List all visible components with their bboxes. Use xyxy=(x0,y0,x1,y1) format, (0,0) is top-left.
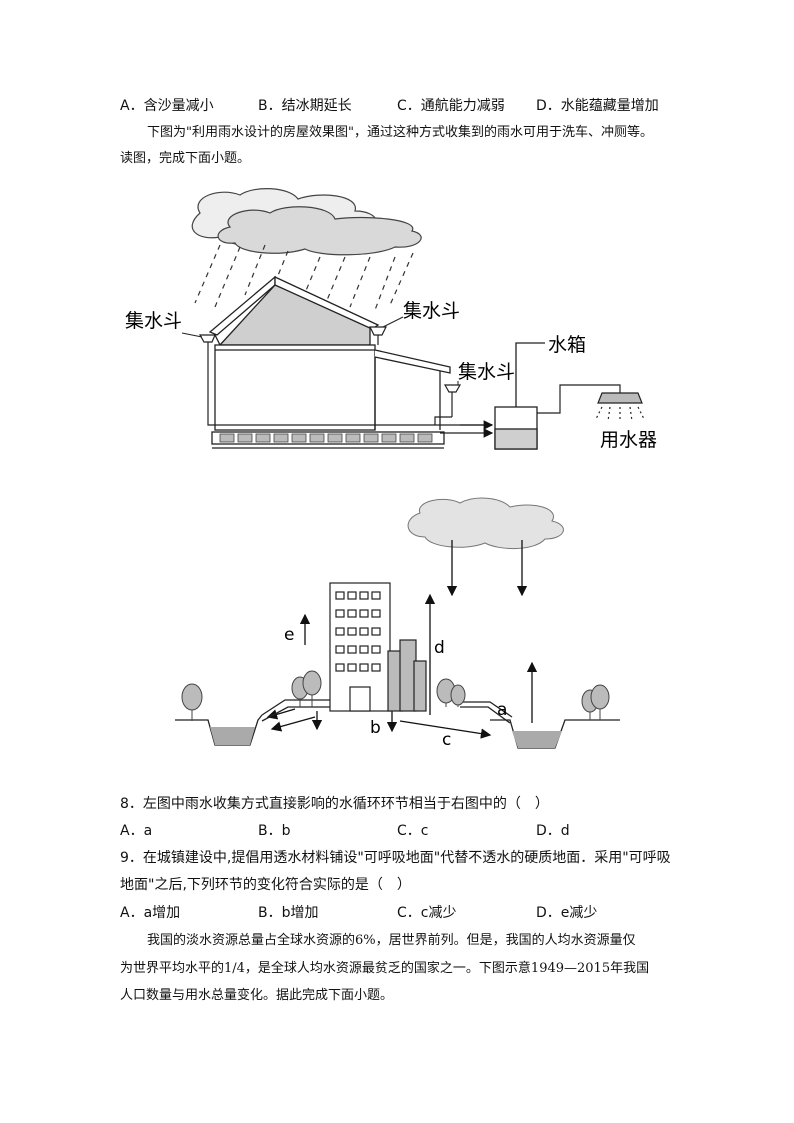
label-d: d xyxy=(434,638,445,658)
q9-option-b: B．b增加 xyxy=(258,905,319,921)
q8-option-b: B．b xyxy=(258,823,291,839)
q9-stem-line1: 9．在城镇建设中,提倡用透水材料铺设"可呼吸地面"代替不透水的硬质地面．采用"可… xyxy=(120,850,671,866)
label-collector-right: 集水斗 xyxy=(458,361,515,383)
intro2-line1: 我国的淡水资源总量占全球水资源的6%，居世界前列。但是，我国的人均水资源量仅 xyxy=(147,933,636,948)
intro2-line2: 为世界平均水平的1/4，是全球人均水资源最贫乏的国家之一。下图示意1949—20… xyxy=(120,961,650,976)
intro1-line2: 读图，完成下面小题。 xyxy=(120,151,251,166)
q7-option-b: B．结冰期延长 xyxy=(258,98,352,114)
label-water-user: 用水器 xyxy=(600,429,657,451)
cloud-icon xyxy=(191,188,422,256)
label-e: e xyxy=(284,625,294,645)
left-lake xyxy=(210,727,255,745)
q7-option-a: A．含沙量减小 xyxy=(120,98,214,114)
water-tank xyxy=(494,342,545,450)
q7-option-c: C．通航能力减弱 xyxy=(397,98,505,114)
label-tank: 水箱 xyxy=(548,334,586,356)
label-collector-left: 集水斗 xyxy=(125,310,182,332)
label-c: c xyxy=(442,730,451,750)
label-collector-mid: 集水斗 xyxy=(403,300,460,322)
label-b: b xyxy=(370,718,381,738)
intro1-line1: 下图为"利用雨水设计的房屋效果图"，通过这种方式收集到的雨水可用于洗车、冲厕等。 xyxy=(147,125,653,140)
house-structure xyxy=(208,275,451,449)
drain-pipes xyxy=(207,335,492,426)
q8-stem: 8．左图中雨水收集方式直接影响的水循环环节相当于右图中的（ ） xyxy=(120,796,549,812)
collector-hoppers xyxy=(198,326,462,393)
right-lake xyxy=(512,731,562,748)
q9-stem-line2: 地面"之后,下列环节的变化符合实际的是（ ） xyxy=(120,877,411,893)
q8-option-d: D．d xyxy=(536,823,570,839)
figure-rainwater-house: 集水斗 集水斗 集水斗 水箱 用水器 xyxy=(125,188,657,451)
q7-option-d: D．水能蕴藏量增加 xyxy=(536,98,659,114)
q9-option-a: A．a增加 xyxy=(120,905,181,921)
tree-icons xyxy=(181,670,610,721)
intro2-line3: 人口数量与用水总量变化。据此完成下面小题。 xyxy=(120,988,394,1003)
figure-urban-water-cycle: e d b c a xyxy=(175,497,620,750)
rain-lines xyxy=(194,244,414,311)
q9-option-c: C．c减少 xyxy=(397,905,457,921)
q9-option-d: D．e减少 xyxy=(536,905,598,921)
sprinkler-icon xyxy=(595,392,645,422)
cloud-icon xyxy=(407,497,564,550)
city-buildings xyxy=(329,582,427,712)
q8-option-c: C．c xyxy=(397,823,429,839)
q8-option-a: A．a xyxy=(120,823,153,839)
label-a: a xyxy=(497,700,507,720)
